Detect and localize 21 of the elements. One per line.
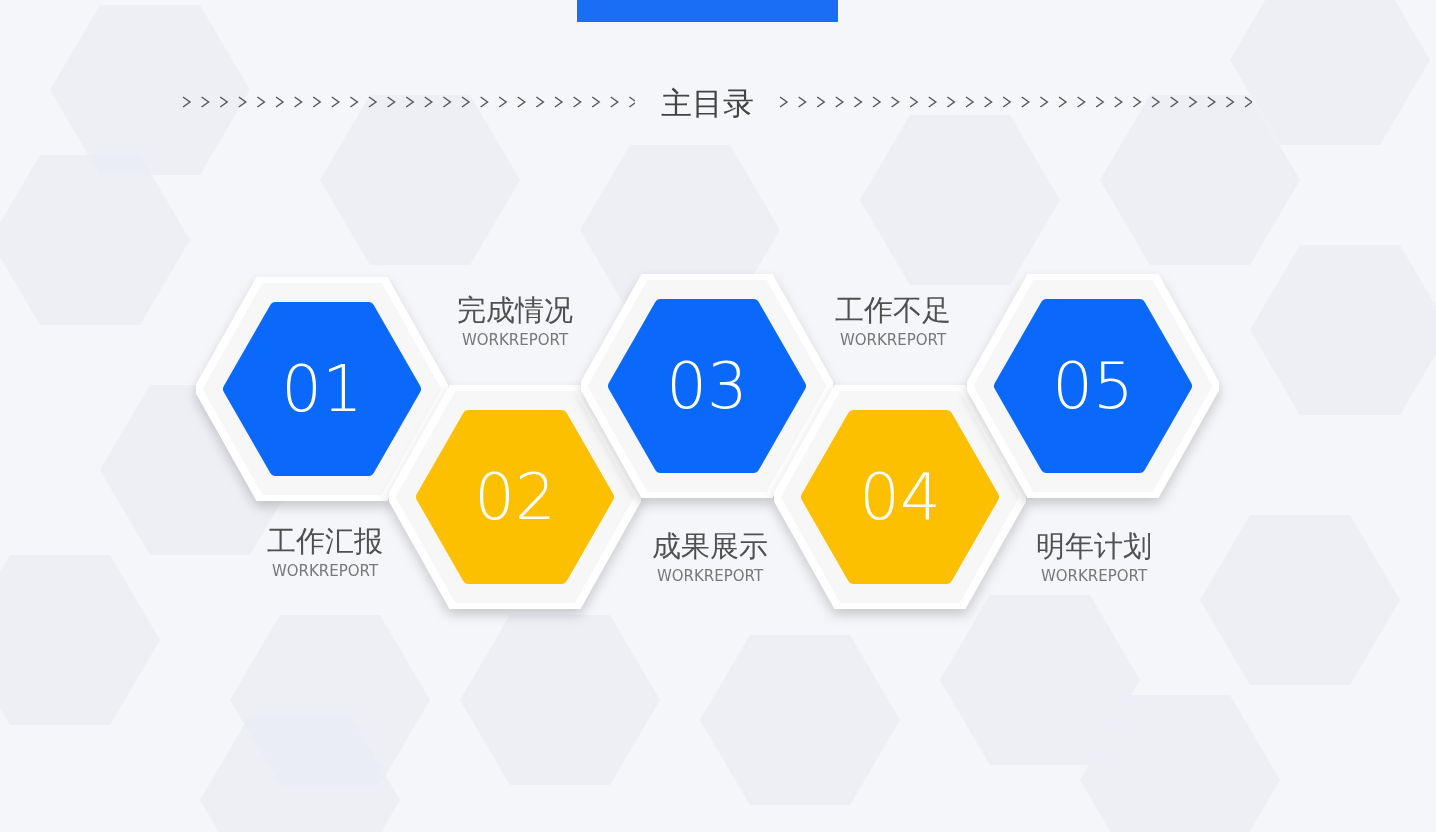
title: 主目录 xyxy=(659,84,755,123)
hexagon-node xyxy=(389,385,641,609)
section-title: 完成情况 xyxy=(456,292,574,328)
step-number: 02 xyxy=(473,459,557,536)
section-subtitle: WORKREPORT xyxy=(838,331,948,349)
hexagon-node xyxy=(967,274,1219,498)
section-subtitle: WORKREPORT xyxy=(460,331,570,349)
section-title: 工作不足 xyxy=(834,292,952,328)
section-title: 明年计划 xyxy=(1035,528,1153,564)
hexagon-node xyxy=(196,277,448,501)
section-title: 成果展示 xyxy=(651,528,769,564)
section-title: 工作汇报 xyxy=(266,523,384,559)
step-number: 05 xyxy=(1051,348,1135,425)
step-number: 04 xyxy=(858,459,942,536)
section-subtitle: WORKREPORT xyxy=(1039,567,1149,585)
section-subtitle: WORKREPORT xyxy=(655,567,765,585)
section-subtitle: WORKREPORT xyxy=(270,562,380,580)
step-number: 03 xyxy=(665,348,749,425)
hexagon-node xyxy=(581,274,833,498)
step-number: 01 xyxy=(280,351,364,428)
hexagon-node xyxy=(774,385,1026,609)
